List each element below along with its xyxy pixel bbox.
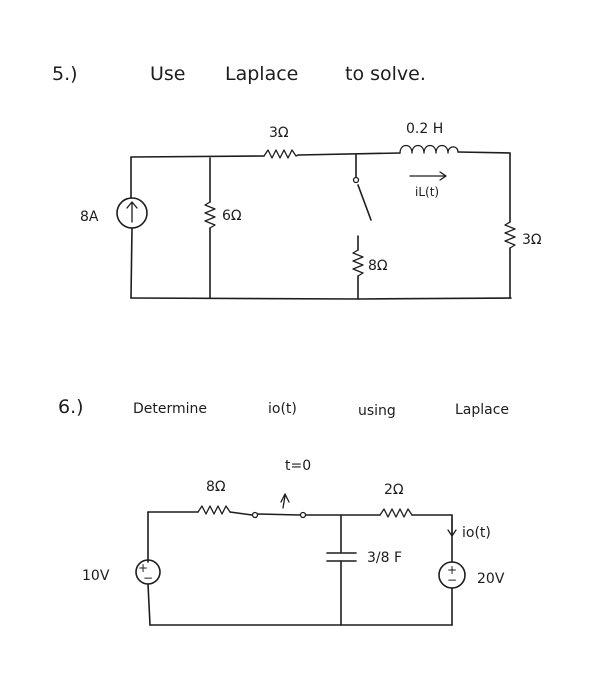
problem-5-instruction-word-1: Use: [150, 63, 186, 85]
c6-right-resistor-label: 2Ω: [384, 482, 404, 498]
problem-5-instruction-word-3: to solve.: [345, 63, 426, 85]
c5-current-label: iL(t): [415, 185, 439, 199]
problem-5-instruction-word-2: Laplace: [225, 63, 298, 85]
c6-switch-arrow: [280, 493, 290, 509]
c5-switch-blade: [357, 184, 372, 221]
problem-6-instruction-word-3: using: [358, 403, 396, 419]
c5-inductor-label: 0.2 H: [406, 121, 443, 137]
c5-top-wire-right: [457, 151, 511, 154]
c6-left-source-plus: +: [138, 561, 148, 575]
c6-left-resistor: [197, 505, 231, 515]
c6-left-resistor-label: 8Ω: [206, 479, 226, 495]
c5-switch-resistor: [352, 249, 364, 277]
c5-load-resistor: [504, 221, 516, 249]
c5-source-wire-bottom: [130, 227, 133, 299]
problem-6: 6.) Determine io(t) using Laplace: [58, 396, 509, 626]
c5-switch-resistor-label: 8Ω: [368, 258, 388, 274]
problem-6-number: 6.): [58, 396, 84, 418]
c5-shunt-resistor: [204, 201, 216, 229]
c5-source-label: 8A: [80, 209, 99, 225]
c6-right-source-minus: −: [447, 573, 457, 587]
arrow-up-icon: [126, 201, 138, 223]
problem-6-instruction-word-1: Determine: [133, 401, 207, 417]
c6-switch-time-label: t=0: [285, 458, 311, 474]
c5-switch-contact: [352, 176, 360, 184]
problem-6-instruction-word-4: Laplace: [455, 402, 509, 418]
c6-current-label: io(t): [462, 525, 491, 541]
c6-switch-contact-right: [299, 511, 307, 519]
circuit-6: [135, 493, 466, 626]
c5-inductor: [399, 144, 459, 154]
c6-top-wire-to-switch: [229, 511, 253, 516]
c6-capacitor-label: 3/8 F: [367, 550, 402, 566]
c5-series-resistor-label: 3Ω: [269, 125, 289, 141]
circuit-5: [116, 144, 516, 300]
problem-5-number: 5.): [52, 63, 78, 85]
c5-bottom-wire: [130, 297, 512, 300]
c6-right-source-label: 20V: [477, 571, 505, 587]
c5-series-resistor: [263, 149, 299, 159]
c5-load-resistor-label: 3Ω: [522, 232, 542, 248]
c6-right-resistor: [379, 508, 413, 518]
problem-5: 5.) Use Laplace to solve.: [52, 63, 542, 300]
c6-left-wire-bottom: [147, 583, 151, 626]
c6-switch-contact-left: [251, 511, 259, 519]
c5-shunt-resistor-label: 6Ω: [222, 208, 242, 224]
c5-top-wire-mid: [297, 152, 401, 156]
c6-right-source-plus: +: [447, 563, 457, 577]
c5-current-arrow: [409, 171, 447, 181]
c6-left-source-label: 10V: [82, 568, 110, 584]
c5-top-wire-left: [130, 155, 265, 158]
c6-switch-blade: [257, 513, 301, 516]
problem-6-instruction-word-2: io(t): [268, 401, 297, 417]
c6-left-source-minus: −: [143, 571, 153, 585]
